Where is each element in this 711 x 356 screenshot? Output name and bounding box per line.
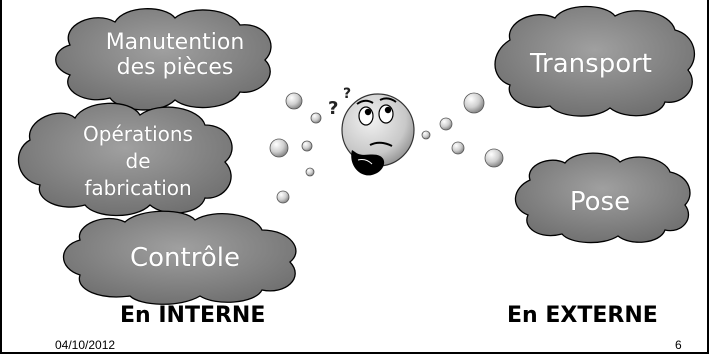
footer-page-number: 6 <box>675 338 682 352</box>
cloud-manutention-label: Manutention des pièces <box>95 30 255 81</box>
cloud-pose-label: Pose <box>540 188 660 218</box>
thought-bubbles-right <box>422 93 503 167</box>
label-interne: En INTERNE <box>120 303 265 328</box>
question-mark-2: ? <box>343 86 351 102</box>
label-externe: En EXTERNE <box>507 303 658 328</box>
cloud-transport-label: Transport <box>516 50 666 80</box>
footer-date: 04/10/2012 <box>55 338 115 352</box>
question-mark-1: ? <box>328 98 338 119</box>
cloud-controle-label: Contrôle <box>100 244 270 274</box>
thinking-face-icon <box>342 94 414 175</box>
cloud-operations-label: Opérations de fabrication <box>58 121 218 202</box>
thought-bubbles-left <box>270 93 321 203</box>
